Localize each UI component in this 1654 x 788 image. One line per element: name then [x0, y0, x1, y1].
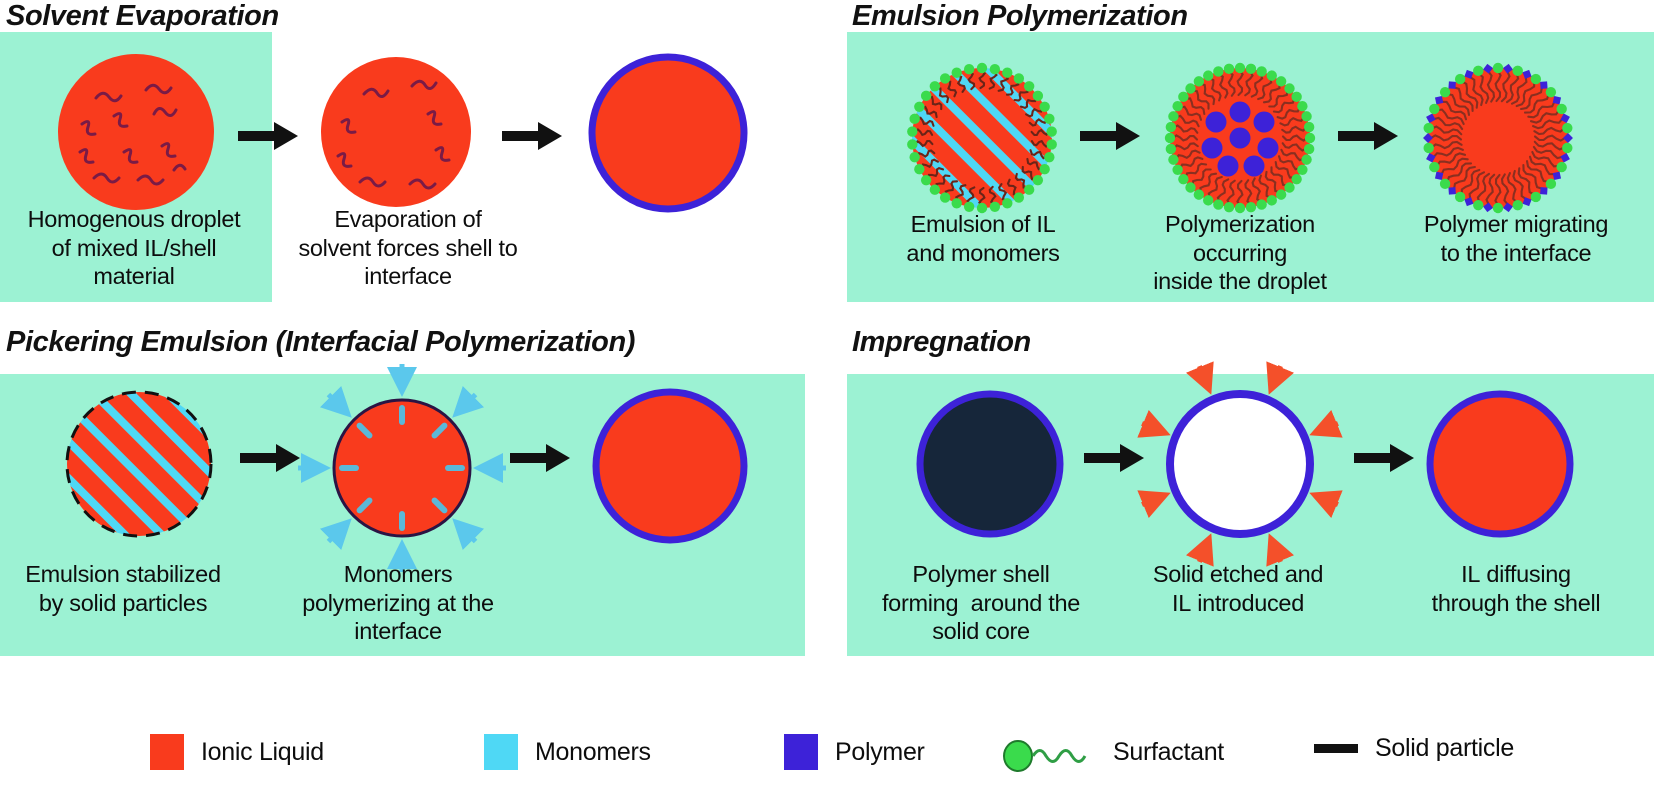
- polymer-swatch-icon: [784, 734, 818, 770]
- panel-title-emulsion-polymerization: Emulsion Polymerization: [852, 0, 1188, 32]
- process-arrow-icon: [238, 122, 298, 150]
- surfactant-icon: [1003, 740, 1087, 772]
- il-inbound-arrows: [1137, 361, 1343, 567]
- process-arrow-icon: [510, 444, 570, 472]
- legend-label-surfactant: Surfactant: [1113, 737, 1224, 766]
- graphic-striped-solid-particle-droplet: [65, 390, 213, 538]
- legend-item-ionic-liquid: Ionic Liquid: [150, 734, 324, 770]
- legend-label-monomers: Monomers: [535, 737, 651, 766]
- monomer-inbound-arrows: [298, 364, 506, 572]
- surfactant-ring-icon: [907, 62, 1057, 214]
- legend-label-polymer: Polymer: [835, 737, 925, 766]
- graphic-polymer-at-interface: [1423, 62, 1573, 214]
- panel-title-solvent-evaporation: Solvent Evaporation: [6, 0, 279, 32]
- polymer-nuclei: [1201, 101, 1279, 177]
- graphic-core-shell-capsule: [592, 388, 748, 544]
- graphic-hollow-capsule-inbound: [1137, 361, 1343, 567]
- graphic-polymer-nuclei-droplet: [1164, 62, 1316, 214]
- process-arrow-icon: [1354, 444, 1414, 472]
- graphic-striped-surfactant-droplet: [907, 62, 1057, 214]
- legend-item-polymer: Polymer: [784, 734, 925, 770]
- process-arrow-icon: [1084, 444, 1144, 472]
- legend-item-monomers: Monomers: [484, 734, 651, 770]
- graphic-monomers-inbound-droplet: [298, 364, 506, 572]
- legend-label-ionic-liquid: Ionic Liquid: [201, 737, 324, 766]
- monomer-sticks: [339, 405, 465, 531]
- legend: Ionic Liquid Monomers Polymer Surfactant…: [0, 716, 1654, 788]
- process-arrow-icon: [240, 444, 300, 472]
- graphic-core-shell-capsule: [1426, 390, 1574, 538]
- panel-title-impregnation: Impregnation: [852, 326, 1031, 358]
- legend-item-solid-particle: Solid particle: [1314, 734, 1514, 763]
- process-arrow-icon: [1080, 122, 1140, 150]
- process-arrow-icon: [502, 122, 562, 150]
- solid-particle-line-icon: [1314, 744, 1358, 753]
- legend-label-solid-particle: Solid particle: [1375, 734, 1514, 762]
- ionic-liquid-swatch-icon: [150, 734, 184, 770]
- graphic-solid-core-capsule: [916, 390, 1064, 538]
- legend-item-surfactant: Surfactant: [1000, 730, 1224, 774]
- process-arrow-icon: [1338, 122, 1398, 150]
- panel-title-pickering-emulsion: Pickering Emulsion (Interfacial Polymeri…: [6, 326, 636, 358]
- graphic-droplet-mixed: [58, 54, 214, 210]
- monomers-swatch-icon: [484, 734, 518, 770]
- graphic-core-shell-capsule: [588, 53, 748, 213]
- graphic-droplet-partial: [321, 57, 471, 207]
